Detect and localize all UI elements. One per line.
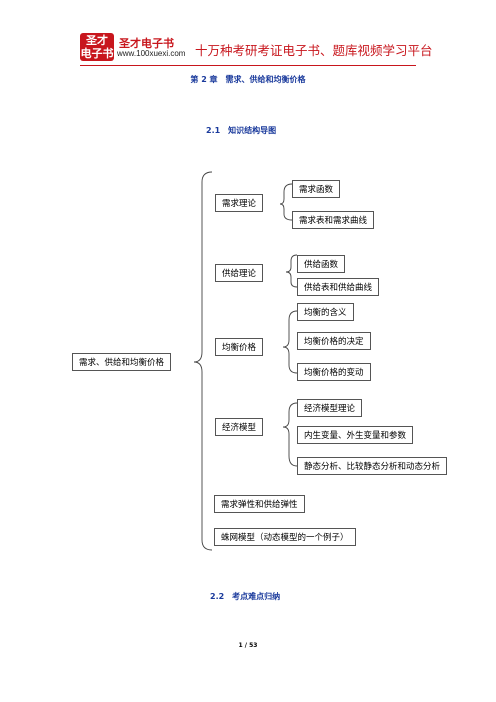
mindmap-leaf-supply-function: 供给函数 xyxy=(297,255,346,273)
mindmap-leaf-demand-function: 需求函数 xyxy=(292,180,341,198)
mindmap-node-demand-theory: 需求理论 xyxy=(215,194,264,212)
mindmap-leaf-equilibrium-determination: 均衡价格的决定 xyxy=(297,332,371,350)
section-heading-structure-map: 2.1 知识结构导图 xyxy=(206,126,277,135)
mindmap-leaf-demand-schedule-curve: 需求表和需求曲线 xyxy=(292,211,375,229)
mindmap-node-economic-model: 经济模型 xyxy=(215,418,264,436)
mindmap-leaf-static-dynamic-analysis: 静态分析、比较静态分析和动态分析 xyxy=(297,457,448,475)
mindmap-leaf-endogenous-exogenous: 内生变量、外生变量和参数 xyxy=(297,426,414,444)
logo-text-top: 圣才 xyxy=(86,34,108,47)
mindmap-node-supply-theory: 供给理论 xyxy=(215,264,264,282)
brand-url[interactable]: www.100xuexi.com xyxy=(117,49,186,58)
header-divider xyxy=(80,65,416,66)
mindmap-leaf-equilibrium-change: 均衡价格的变动 xyxy=(297,363,371,381)
logo-text-bottom: 电子书 xyxy=(80,47,114,60)
section-heading-key-points: 2.2 考点难点归纳 xyxy=(210,592,281,601)
mindmap-leaf-equilibrium-meaning: 均衡的含义 xyxy=(297,303,354,321)
brand-name: 圣才电子书 xyxy=(119,37,174,50)
mindmap-root-node: 需求、供给和均衡价格 xyxy=(72,353,172,371)
brand-logo: 圣才 电子书 xyxy=(80,33,114,61)
header-slogan: 十万种考研考证电子书、题库视频学习平台 xyxy=(195,43,433,58)
mindmap-leaf-supply-schedule-curve: 供给表和供给曲线 xyxy=(297,278,380,296)
mindmap-node-equilibrium-price: 均衡价格 xyxy=(215,338,264,356)
mindmap-leaf-economic-model-theory: 经济模型理论 xyxy=(297,399,363,417)
chapter-title: 第 2 章 需求、供给和均衡价格 xyxy=(190,75,306,84)
mindmap-node-cobweb-model: 蛛网模型（动态模型的一个例子） xyxy=(214,528,356,546)
mindmap-node-elasticity: 需求弹性和供给弹性 xyxy=(214,495,305,513)
page-number: 1 / 53 xyxy=(238,642,258,649)
